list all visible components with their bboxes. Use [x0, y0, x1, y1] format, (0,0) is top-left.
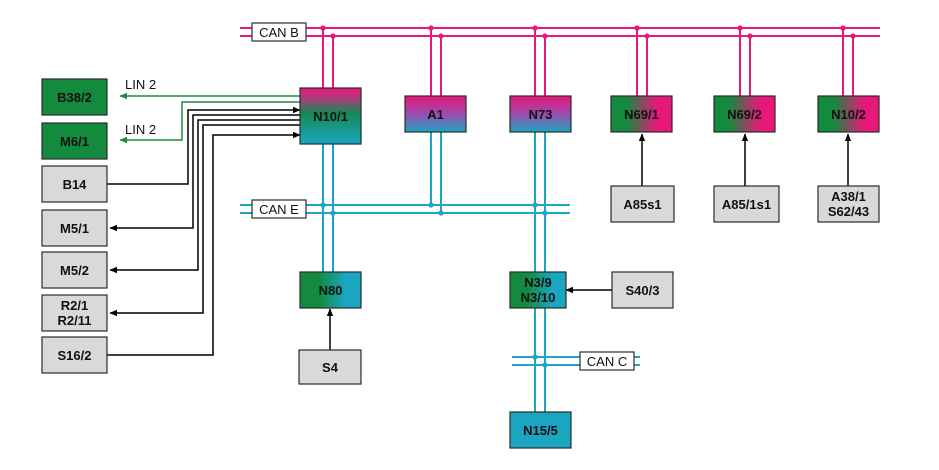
svg-text:S62/43: S62/43 [828, 204, 869, 219]
svg-text:N15/5: N15/5 [523, 423, 558, 438]
node-s4: S4 [298, 349, 362, 385]
svg-text:N10/1: N10/1 [313, 109, 348, 124]
svg-text:A1: A1 [427, 107, 444, 122]
svg-text:N80: N80 [319, 283, 343, 298]
svg-text:A38/1: A38/1 [831, 189, 866, 204]
sensor-wires [326, 133, 852, 350]
can-b-tag: CAN B [251, 22, 307, 42]
node-n3-9-n3-10: N3/9 N3/10 [509, 271, 567, 309]
n10-1-wires [107, 106, 301, 356]
node-n10-2: N10/2 [817, 95, 880, 133]
node-n10-1: N10/1 [299, 87, 362, 145]
node-n69-2: N69/2 [713, 95, 776, 133]
lin-2-upper-label: LIN 2 [125, 77, 156, 92]
svg-text:N69/1: N69/1 [624, 107, 659, 122]
svg-text:N10/2: N10/2 [831, 107, 866, 122]
svg-text:S16/2: S16/2 [58, 348, 92, 363]
can-b-bus [240, 25, 880, 96]
node-n80: N80 [299, 271, 362, 309]
svg-text:N69/2: N69/2 [727, 107, 762, 122]
node-n73: N73 [509, 95, 572, 133]
lin-2-lower-label: LIN 2 [125, 122, 156, 137]
node-a85-1s1: A85/1s1 [713, 185, 780, 223]
svg-text:B14: B14 [63, 177, 88, 192]
node-s40-3: S40/3 [611, 271, 674, 309]
svg-text:B38/2: B38/2 [57, 90, 92, 105]
svg-text:S40/3: S40/3 [626, 283, 660, 298]
svg-text:M6/1: M6/1 [60, 134, 89, 149]
can-e-tag: CAN E [251, 199, 307, 219]
svg-text:R2/11: R2/11 [58, 313, 92, 328]
can-c-label: CAN C [587, 354, 627, 369]
node-n15-5: N15/5 [509, 411, 572, 449]
svg-text:A85/1s1: A85/1s1 [722, 197, 771, 212]
node-s16-2: S16/2 [41, 336, 108, 374]
node-n69-1: N69/1 [610, 95, 673, 133]
can-b-label: CAN B [259, 25, 299, 40]
svg-text:S4: S4 [322, 360, 339, 375]
svg-text:A85s1: A85s1 [623, 197, 661, 212]
node-m5-1: M5/1 [41, 209, 108, 247]
svg-text:M5/1: M5/1 [60, 221, 89, 236]
can-e-label: CAN E [259, 202, 299, 217]
svg-text:N3/9: N3/9 [524, 275, 551, 290]
svg-text:R2/1: R2/1 [61, 298, 88, 313]
can-c-tag: CAN C [579, 351, 635, 371]
svg-text:N3/10: N3/10 [521, 290, 556, 305]
node-a85s1: A85s1 [610, 185, 675, 223]
node-m5-2: M5/2 [41, 251, 108, 289]
node-a1: A1 [404, 95, 467, 133]
node-r2-1-r2-11: R2/1 R2/11 [41, 294, 108, 332]
node-a38-1-s62-43: A38/1 S62/43 [817, 185, 880, 223]
node-m6-1: M6/1 [41, 122, 108, 160]
node-b38-2: B38/2 [41, 78, 108, 116]
svg-text:M5/2: M5/2 [60, 263, 89, 278]
lin-wires: LIN 2 LIN 2 [119, 77, 300, 144]
node-b14: B14 [41, 165, 108, 203]
svg-text:N73: N73 [529, 107, 553, 122]
